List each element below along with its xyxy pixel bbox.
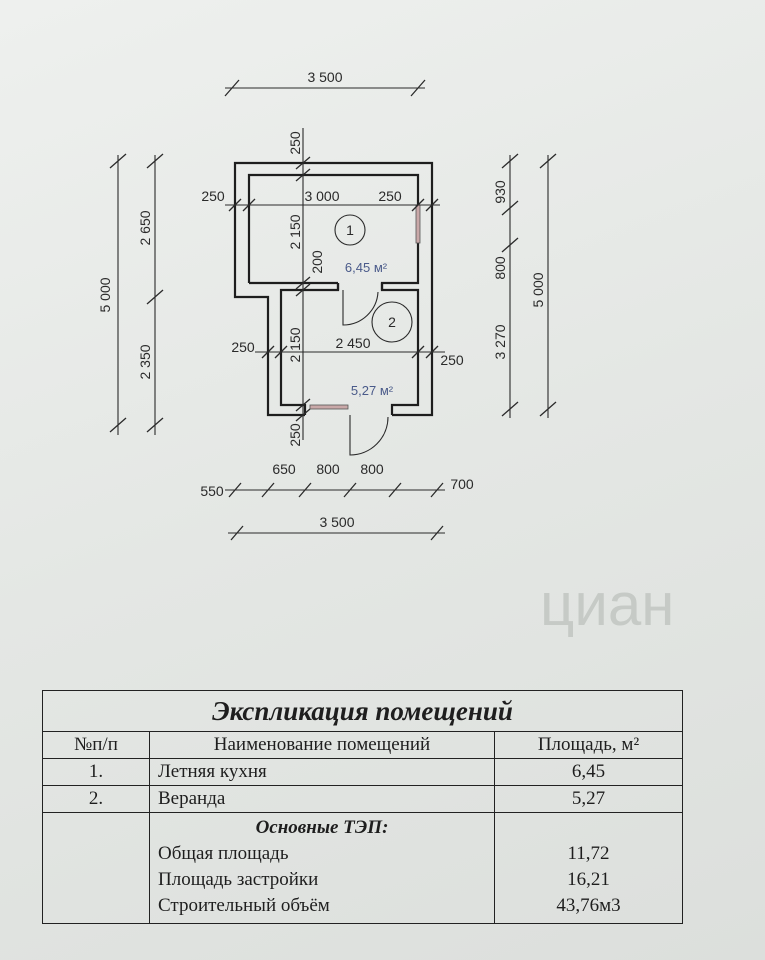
table-title: Экспликация помещений: [42, 690, 683, 732]
door-swing: [342, 290, 379, 326]
tep-name: Площадь застройки: [158, 869, 319, 890]
room1-marker: [334, 214, 366, 246]
table-header: №п/п Наименование помещений Площадь, м²: [42, 731, 683, 759]
row-num: 2.: [42, 785, 150, 813]
dim-room1-depth: 2 150: [287, 214, 303, 249]
dim-room2-depth: 2 150: [287, 327, 303, 362]
dim-wall-left-upper: 250: [201, 188, 225, 204]
inner-wall-room1: [247, 173, 420, 415]
outer-wall: [233, 161, 434, 417]
row-name: Летняя кухня: [149, 758, 495, 786]
room2-area: 5,27 м²: [351, 383, 394, 398]
room1-area: 6,45 м²: [345, 260, 388, 275]
room2-number: 2: [388, 314, 396, 330]
dim-left-upper: 2 650: [137, 210, 153, 245]
header-area: Площадь, м²: [494, 731, 683, 759]
table-row: 2. Веранда 5,27: [42, 785, 683, 813]
window: [309, 404, 349, 410]
dim-partition: 200: [309, 250, 325, 274]
row-num: 1.: [42, 758, 150, 786]
tep-value: 43,76м3: [556, 895, 621, 916]
dim-top-overall: 3 500: [307, 69, 342, 85]
dim-wall-right-lower: 250: [440, 352, 464, 368]
dim-bottom-seg: 700: [450, 476, 474, 492]
dim-bottom-seg: 800: [316, 461, 340, 477]
window: [415, 204, 421, 244]
dim-right-overall: 5 000: [530, 272, 546, 307]
room1-number: 1: [346, 222, 354, 238]
dim-bottom-overall: 3 500: [319, 514, 354, 530]
dim-right-seg1: 930: [492, 180, 508, 204]
dim-room1-width: 3 000: [304, 188, 339, 204]
dim-wall-left-lower: 250: [231, 339, 255, 355]
header-name: Наименование помещений: [149, 731, 495, 759]
dim-right-seg3: 3 270: [492, 324, 508, 359]
row-area: 5,27: [494, 785, 683, 813]
tep-value: 16,21: [567, 869, 610, 890]
dim-wall-right-upper: 250: [378, 188, 402, 204]
header-num: №п/п: [42, 731, 150, 759]
table-row: 1. Летняя кухня 6,45: [42, 758, 683, 786]
dim-left-lower: 2 350: [137, 344, 153, 379]
room-explication-table: Экспликация помещений №п/п Наименование …: [42, 690, 683, 924]
dim-bottom-seg: 550: [200, 483, 224, 499]
entrance-door-swing: [349, 415, 389, 456]
tep-title: Основные ТЭП:: [255, 817, 389, 838]
room2-marker: [371, 301, 413, 343]
tep-name: Общая площадь: [158, 843, 289, 864]
tep-name: Строительный объём: [158, 895, 330, 916]
dim-bottom-seg: 800: [360, 461, 384, 477]
dim-room2-width: 2 450: [335, 335, 370, 351]
dim-wall-top: 250: [287, 131, 303, 155]
row-name: Веранда: [149, 785, 495, 813]
tep-section: Основные ТЭП: Общая площадь Площадь заст…: [42, 812, 683, 924]
row-area: 6,45: [494, 758, 683, 786]
dim-wall-bottom: 250: [287, 423, 303, 447]
dim-left-overall: 5 000: [97, 277, 113, 312]
dim-right-seg2: 800: [492, 256, 508, 280]
tep-value: 11,72: [567, 843, 610, 864]
dim-bottom-seg: 650: [272, 461, 296, 477]
